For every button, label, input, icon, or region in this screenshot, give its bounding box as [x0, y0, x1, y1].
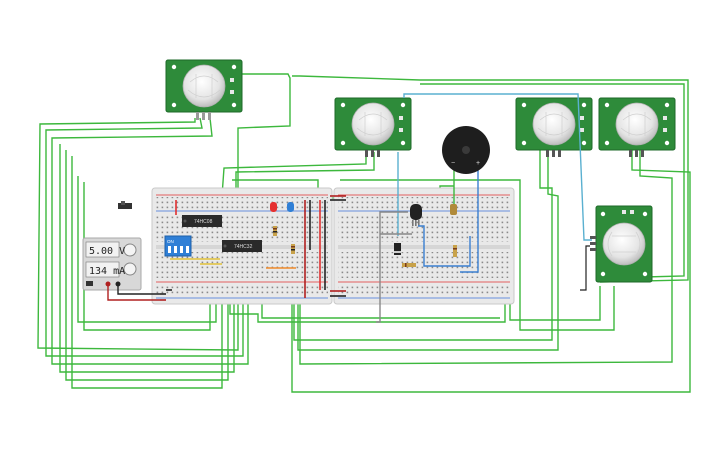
voltage-knob[interactable]: [123, 243, 137, 257]
resistor-3[interactable]: [402, 263, 416, 267]
resistor-2[interactable]: [291, 244, 295, 254]
led-blue[interactable]: [287, 202, 294, 212]
pir-sensor-1[interactable]: [165, 59, 243, 120]
jumpers-left: [160, 200, 326, 301]
buzzer-positive-label: +: [476, 160, 480, 167]
dip-switch-label: ON: [167, 239, 174, 244]
negative-terminal[interactable]: [115, 281, 121, 287]
current-readout: 134 mA: [89, 266, 125, 277]
buzzer[interactable]: [442, 126, 490, 174]
positive-lead: [107, 286, 160, 301]
pir-sensor-4[interactable]: [598, 97, 676, 157]
chip-74hc08[interactable]: [182, 215, 222, 227]
pir-sensor-2[interactable]: [334, 97, 412, 157]
resistor-1[interactable]: [273, 226, 277, 236]
power-switch[interactable]: [86, 281, 93, 286]
jumpers-right: [376, 93, 592, 323]
dip-switch[interactable]: [164, 235, 192, 257]
negative-lead: [117, 286, 160, 295]
power-supply[interactable]: [82, 237, 142, 291]
capacitor[interactable]: [450, 204, 457, 215]
pir-sensor-3[interactable]: [515, 97, 593, 157]
chip-2-label: 74HC32: [234, 244, 253, 250]
pir-5-ground-lead: [580, 245, 590, 291]
pir-sensor-5[interactable]: [590, 205, 653, 283]
chip-74hc32[interactable]: [222, 240, 262, 252]
buzzer-negative-label: −: [451, 160, 455, 167]
resistor-4[interactable]: [453, 245, 457, 257]
voltage-readout: 5.00 V: [89, 246, 125, 257]
positive-terminal[interactable]: [105, 281, 111, 287]
current-knob[interactable]: [123, 262, 137, 276]
rail-bridges: [330, 195, 346, 297]
led-red[interactable]: [270, 202, 277, 212]
chip-1-label: 74HC08: [194, 219, 213, 225]
transistor[interactable]: [410, 204, 422, 226]
diode[interactable]: [394, 243, 401, 255]
slide-switch[interactable]: [118, 203, 132, 209]
